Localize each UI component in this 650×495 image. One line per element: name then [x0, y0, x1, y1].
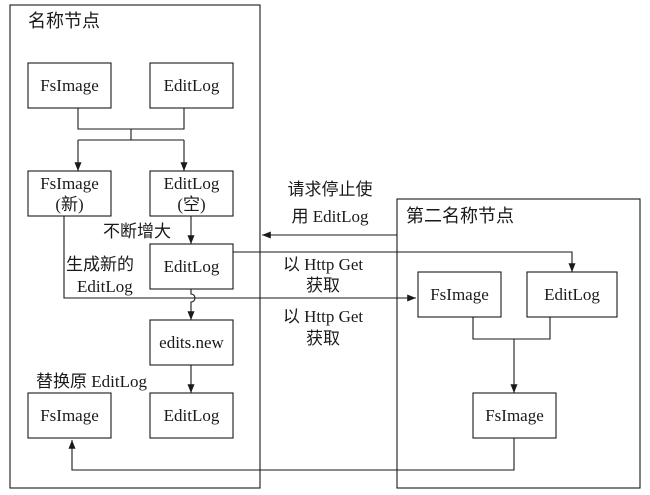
stop-request-line1: 请求停止使 — [288, 179, 373, 199]
editlog-growing-node: EditLog — [149, 243, 234, 290]
merge-connector — [77, 108, 185, 141]
svg-text:FsImage: FsImage — [430, 285, 489, 304]
svg-text:(空): (空) — [177, 195, 205, 214]
http-get-label-2-line1: 以 Http Get — [283, 307, 364, 326]
label-generate-line1: 生成新的 — [66, 255, 134, 274]
svg-text:FsImage: FsImage — [40, 406, 99, 425]
http-get-label-1-line1: 以 Http Get — [283, 255, 364, 274]
svg-text:FsImage: FsImage — [485, 406, 544, 425]
label-grow: 不断增大 — [103, 222, 171, 241]
editlog-final-node: EditLog — [149, 392, 234, 439]
svg-text:EditLog: EditLog — [164, 406, 220, 425]
secondary-namenode-frame — [396, 198, 641, 489]
secondary-namenode-title: 第二名称节点 — [406, 206, 514, 226]
fsimage-new-node: FsImage (新) — [27, 170, 112, 217]
http-get-label-2-line2: 获取 — [306, 329, 340, 348]
namenode-frame — [9, 4, 261, 489]
secondary-merge-connector — [472, 317, 551, 340]
svg-text:EditLog: EditLog — [544, 285, 600, 304]
svg-text:EditLog: EditLog — [164, 76, 220, 95]
svg-text:EditLog: EditLog — [164, 174, 220, 193]
svg-text:FsImage: FsImage — [40, 174, 99, 193]
edits-new-node: edits.new — [149, 319, 234, 366]
replace-return-arrow — [68, 438, 515, 471]
label-generate-line2: EditLog — [77, 277, 133, 296]
http-get-label-1-line2: 获取 — [306, 276, 340, 295]
http-get-editlog-arrow — [233, 251, 576, 272]
secondary-fsimage-node: FsImage — [417, 271, 502, 318]
secondary-editlog-node: EditLog — [526, 271, 618, 318]
label-replace: 替换原 EditLog — [36, 372, 147, 391]
svg-text:(新): (新) — [55, 195, 83, 214]
namenode-title: 名称节点 — [28, 11, 100, 31]
svg-text:edits.new: edits.new — [159, 333, 224, 352]
http-get-fsimage-arrow — [63, 216, 416, 302]
stop-request-line2: 用 EditLog — [292, 207, 369, 226]
fsimage-final-node: FsImage — [27, 392, 112, 439]
svg-text:EditLog: EditLog — [164, 257, 220, 276]
svg-text:FsImage: FsImage — [40, 76, 99, 95]
editlog-empty-node: EditLog (空) — [149, 170, 234, 217]
secondary-merged-fsimage-node: FsImage — [472, 392, 557, 439]
arrow-to-edits-new — [187, 289, 196, 320]
fsimage-node: FsImage — [27, 62, 112, 109]
editlog-node: EditLog — [149, 62, 234, 109]
